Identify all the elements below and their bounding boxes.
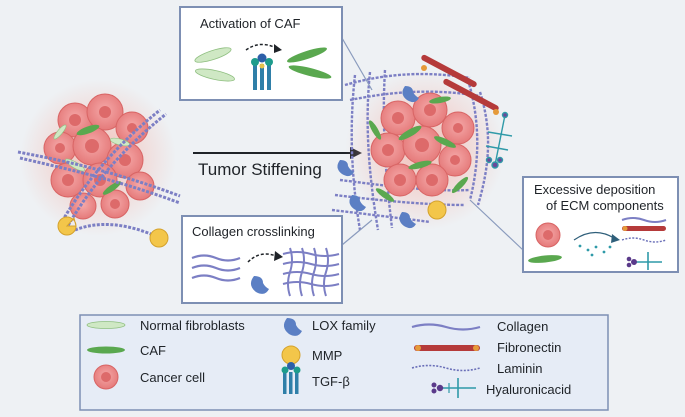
crosslinked-collagen-icon [282,247,340,297]
caf-icon [288,65,332,79]
collagen-crosslinking-title: Collagen crosslinking [192,224,315,239]
legend-label-mmp: MMP [312,348,342,363]
normal-fibroblast-group [194,47,235,82]
left-tumor-mmp [57,216,169,248]
laminin-icon [621,237,667,243]
hyaluronic-acid-icon [626,252,662,270]
deposition-arrow [573,231,615,241]
legend: Normal fibroblasts CAF Cancer cell LOX f… [79,314,609,411]
right-tumor-nuclei [382,104,463,186]
normal-fibroblast-icon [86,321,126,329]
deposition-cancer-cell-icon [535,222,561,248]
deposition-dots [578,244,612,257]
right-tumor-cafs [368,96,469,202]
deposition-caf-icon [528,255,562,263]
legend-item-lox-family: LOX family [283,318,376,336]
left-tumor [17,80,181,248]
activation-of-caf-box: Activation of CAF [179,6,343,101]
mmp-icon [281,345,301,365]
right-tumor-lox [337,86,419,229]
tgf-beta-receptor-icon [251,53,273,90]
right-tumor-hyaluronic-acid [485,111,513,169]
collagen-crosslinking-box: Collagen crosslinking [181,215,343,304]
tumor-stiffening-label: Tumor Stiffening [198,160,322,179]
legend-label-collagen: Collagen [497,319,548,334]
legend-label-fibronectin: Fibronectin [497,340,561,355]
legend-item-collagen: Collagen [411,319,548,334]
right-tumor-fibronectin [421,54,499,115]
lox-family-icon [250,276,269,294]
legend-item-cancer-cell: Cancer cell [93,364,205,390]
mmp-icon [57,216,77,236]
collagen-icon [411,323,481,331]
deposition-ecm-icons [621,217,667,270]
legend-label-laminin: Laminin [497,361,543,376]
excessive-deposition-box: Excessive deposition of ECM components [522,176,679,273]
normal-fibroblast-icon [194,47,232,63]
left-tumor-fibroblasts [53,124,130,195]
excessive-deposition-title-line1: Excessive deposition [534,182,655,197]
excessive-deposition-title-line2: of ECM components [546,198,664,213]
caf-group [286,47,332,79]
hyaluronic-acid-icon [431,378,476,398]
loose-collagen-icon [191,254,241,282]
fibronectin-icon [414,345,480,351]
caf-icon [87,346,125,354]
legend-item-caf: CAF [87,343,166,358]
left-tumor-collagen-fibers [17,108,181,240]
legend-item-fibronectin: Fibronectin [414,340,561,355]
legend-label-caf: CAF [140,343,166,358]
activation-of-caf-title: Activation of CAF [200,16,300,31]
lox-family-icon [402,86,419,103]
activation-dashed-arrow [245,43,277,51]
legend-label-cancer-cell: Cancer cell [140,370,205,385]
mmp-icon [427,200,447,220]
lox-family-icon [337,160,354,177]
legend-label-normal-fibroblasts: Normal fibroblasts [140,318,245,333]
legend-item-hyaluronic-acid: Hyaluronicacid [431,378,571,398]
normal-fibroblast-icon [195,68,235,82]
legend-item-normal-fibroblasts: Normal fibroblasts [86,318,245,333]
lox-family-icon [349,195,366,212]
caf-icon [286,47,328,63]
crosslinking-dashed-arrow [247,253,277,263]
legend-label-lox-family: LOX family [312,318,376,333]
tgf-beta-icon [281,362,301,394]
collagen-icon [621,217,667,223]
legend-item-laminin: Laminin [411,361,543,376]
right-tumor [331,54,513,231]
tumor-stiffening-arrow: Tumor Stiffening [193,147,362,179]
legend-label-hyaluronic-acid: Hyaluronicacid [486,382,571,397]
legend-item-mmp: MMP [281,345,342,365]
legend-item-tgf-beta: TGF-β [281,362,350,394]
mmp-icon [149,228,169,248]
fibronectin-icon [622,226,666,231]
lox-family-icon [283,318,302,336]
legend-label-tgf-beta: TGF-β [312,374,350,389]
callout-lines [341,37,524,251]
lox-family-icon [399,212,416,229]
